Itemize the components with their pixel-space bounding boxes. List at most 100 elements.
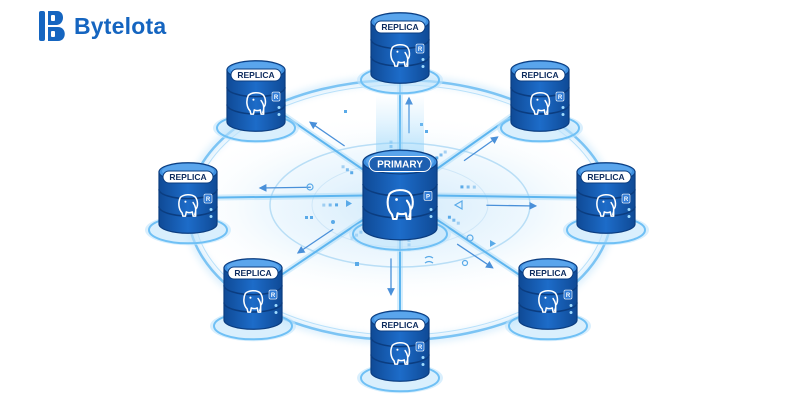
db-badge (271, 91, 281, 102)
db-body (510, 69, 570, 132)
flow-dot (452, 218, 456, 222)
db-label-pill (227, 266, 279, 280)
db-stripe (362, 205, 438, 219)
db-body (362, 161, 438, 241)
db-label: REPLICA (529, 268, 566, 278)
db-label-pill (514, 68, 566, 82)
db-led (209, 214, 213, 218)
primary-beam (376, 95, 424, 155)
db-badge-letter: R (271, 293, 276, 299)
bytelota-logo-icon (39, 11, 65, 41)
postgresql-elephant-icon (243, 290, 264, 313)
db-label-pill (230, 68, 282, 82)
db-badge-letter: R (558, 95, 563, 101)
db-led (274, 310, 278, 314)
db-label-pill (368, 156, 432, 172)
flow-arrow (296, 228, 334, 254)
db-stripe (510, 87, 570, 98)
postgresql-elephant-icon (530, 92, 551, 115)
db-body (226, 69, 286, 132)
db-body (158, 171, 218, 234)
db-label-pill (374, 318, 426, 332)
flow-dot (335, 203, 339, 207)
db-led (569, 310, 573, 314)
db-stripe (223, 302, 283, 313)
flow-dot (472, 185, 476, 189)
flow-arrow (308, 121, 345, 147)
flow-dot (345, 168, 349, 172)
db-badge (203, 193, 213, 204)
flow-arrow (463, 136, 499, 162)
flow-dot (350, 171, 354, 175)
postgresql-elephant-icon (178, 194, 199, 217)
db-badge (268, 289, 278, 300)
flow-arrow (258, 183, 311, 192)
db-stripe (370, 56, 430, 67)
db-led (429, 208, 433, 212)
db-label: REPLICA (237, 70, 274, 80)
db-stripe (510, 104, 570, 115)
db-stripe (576, 206, 636, 217)
db-stripe (518, 302, 578, 313)
replica-database-2[interactable]: REPLICA R (497, 60, 583, 144)
db-badge (555, 91, 565, 102)
db-label: REPLICA (169, 172, 206, 182)
db-body (576, 171, 636, 234)
db-badge (563, 289, 573, 300)
postgresql-elephant-icon (386, 189, 414, 221)
db-label-pill (374, 20, 426, 34)
flow-dot (328, 203, 332, 207)
db-led (421, 57, 425, 61)
db-label-pill (162, 170, 214, 184)
db-stripe (226, 87, 286, 98)
db-led (627, 214, 631, 218)
db-led (569, 303, 573, 307)
postgresql-elephant-icon (596, 194, 617, 217)
db-body (370, 319, 430, 382)
db-led (561, 105, 565, 109)
db-badge-letter: R (206, 197, 211, 203)
db-stripe (370, 39, 430, 50)
db-led (627, 207, 631, 211)
db-label-pill (522, 266, 574, 280)
db-badge (415, 43, 425, 54)
postgresql-elephant-icon (390, 44, 411, 67)
db-stripe (158, 206, 218, 217)
brand-logo: Bytelota (38, 8, 166, 44)
db-led (277, 105, 281, 109)
flow-dot (443, 150, 447, 154)
replica-database-7[interactable]: REPLICA R (145, 162, 231, 246)
db-led (429, 215, 433, 219)
brand-name: Bytelota (74, 12, 167, 39)
postgresql-elephant-icon (246, 92, 267, 115)
db-led (421, 64, 425, 68)
db-label-pill (580, 170, 632, 184)
db-badge-letter: R (418, 47, 423, 53)
db-label: REPLICA (521, 70, 558, 80)
db-stripe (576, 189, 636, 200)
db-led (277, 112, 281, 116)
postgresql-elephant-icon (390, 342, 411, 365)
flow-arrow (456, 243, 494, 269)
db-badge-letter: R (418, 345, 423, 351)
flow-dot (435, 156, 439, 160)
db-stripe (158, 189, 218, 200)
db-badge (415, 341, 425, 352)
replica-database-5[interactable]: REPLICA R (357, 310, 443, 394)
db-stripe (370, 337, 430, 348)
db-body (370, 21, 430, 84)
db-label: REPLICA (381, 320, 418, 330)
flow-dot (439, 153, 443, 157)
db-stripe (370, 354, 430, 365)
db-led (274, 303, 278, 307)
decor-particles (305, 110, 496, 267)
db-led (561, 112, 565, 116)
db-badge (621, 193, 631, 204)
